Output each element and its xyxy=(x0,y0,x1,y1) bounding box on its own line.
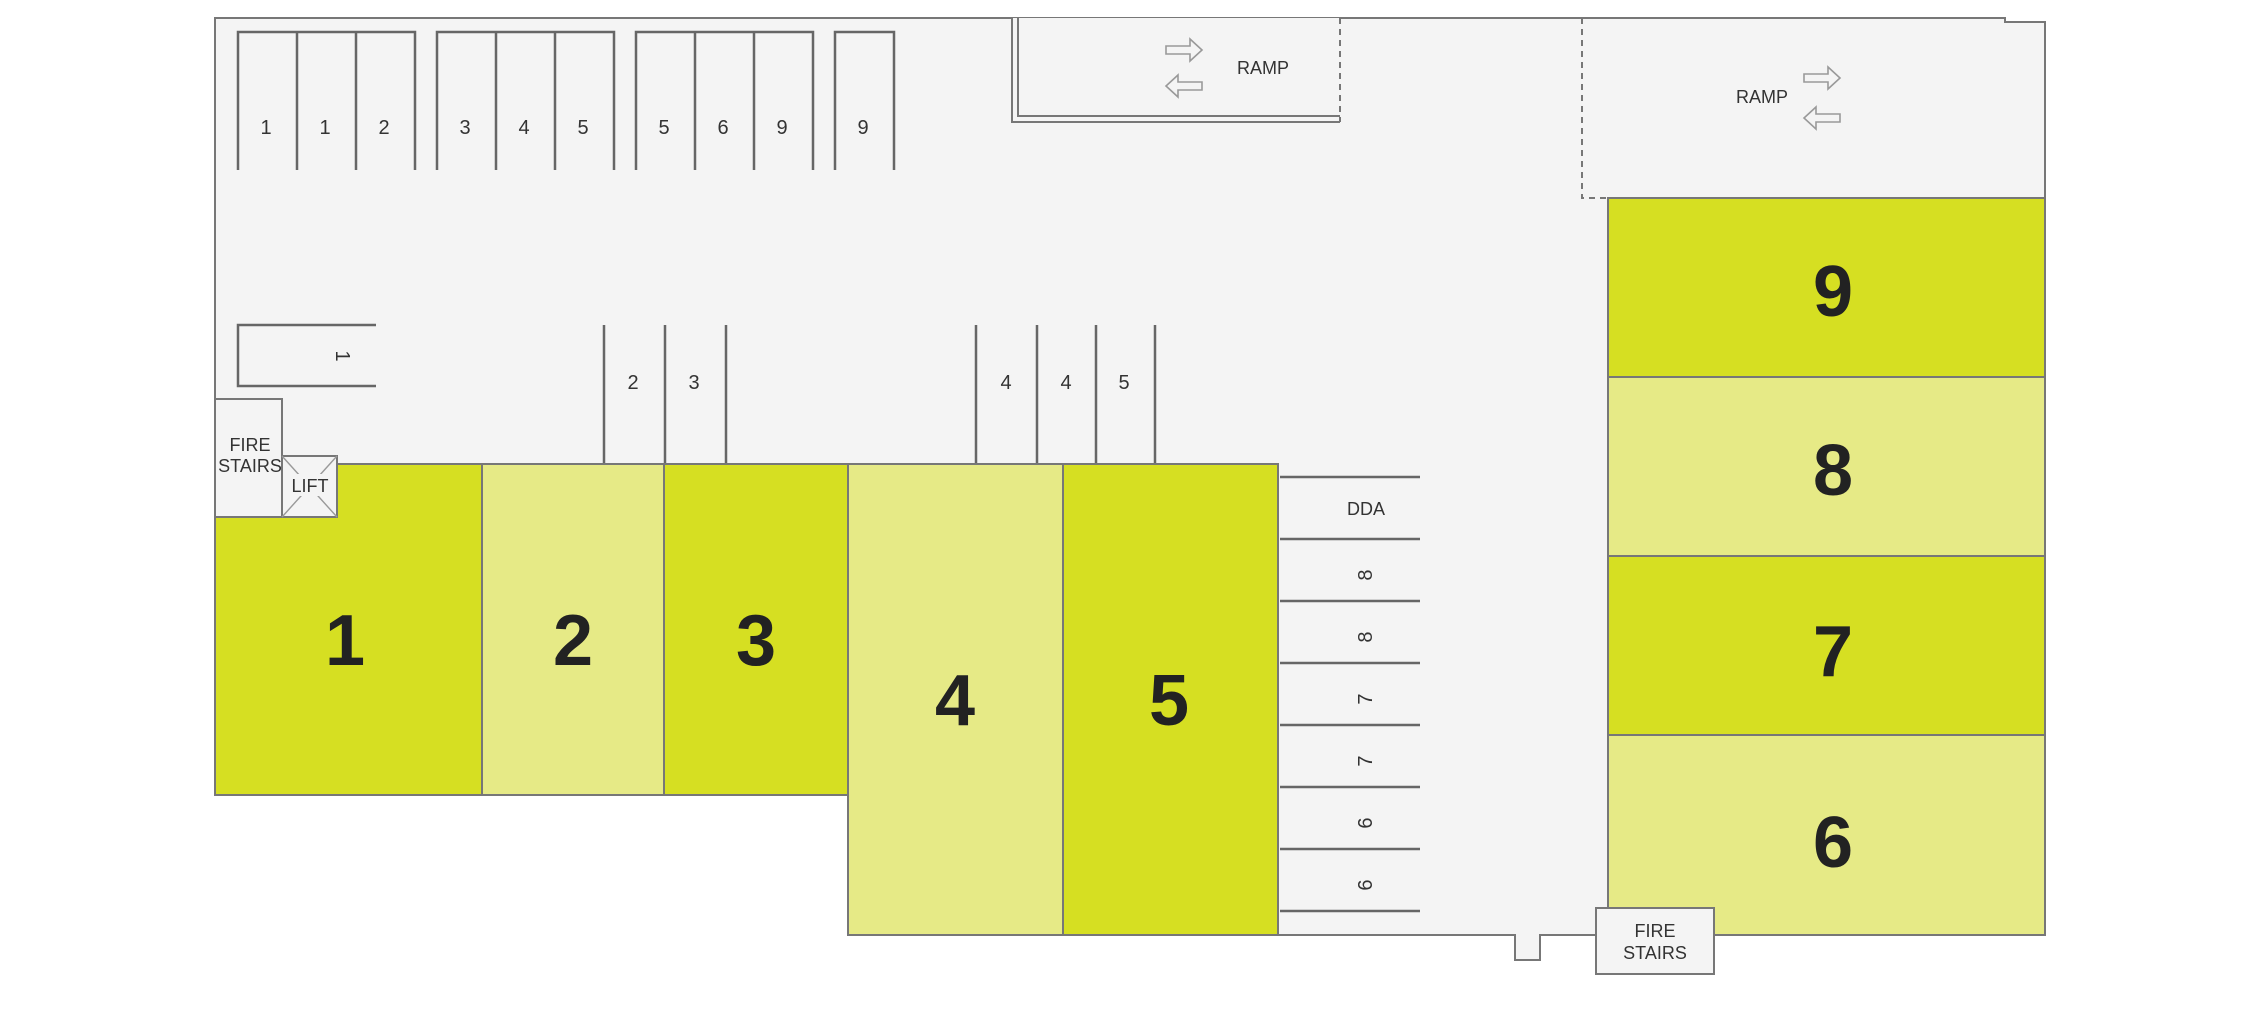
bay-label: 5 xyxy=(1118,372,1129,394)
bay-label: 4 xyxy=(518,117,529,139)
ramp-label-right: RAMP xyxy=(1736,87,1788,107)
fire-stairs-bottom: FIRE STAIRS xyxy=(1595,907,1715,975)
lift-label: LIFT xyxy=(291,476,328,496)
bay-label: 9 xyxy=(857,117,868,139)
lift: LIFT xyxy=(281,455,338,518)
unit-5[interactable]: 5 xyxy=(1062,463,1279,936)
unit-1[interactable]: 1 xyxy=(214,463,483,796)
fire-stairs-left: FIRE STAIRS xyxy=(214,398,283,518)
unit-label: 8 xyxy=(1813,431,1853,511)
unit-label: 2 xyxy=(553,601,593,681)
side-parking-bay: 1 xyxy=(236,323,376,388)
arrow-left-icon xyxy=(1164,73,1203,99)
bay-label: 5 xyxy=(658,117,669,139)
bay-label: 8 xyxy=(1355,631,1377,642)
fire-stairs-label-line1: FIRE xyxy=(229,435,270,455)
bay-label: 2 xyxy=(378,117,389,139)
right-parking-bays: DDA 8 8 7 7 6 6 xyxy=(1280,475,1420,913)
unit-9[interactable]: 9 xyxy=(1607,197,2046,378)
bay-label: 4 xyxy=(1000,372,1011,394)
ramp-right: RAMP xyxy=(1581,18,1842,199)
middle-parking-bays-b: 4 4 5 xyxy=(974,325,1157,464)
arrow-left-icon xyxy=(1802,105,1841,131)
unit-4[interactable]: 4 xyxy=(847,463,1064,936)
bay-label: 1 xyxy=(331,350,353,361)
unit-label: 9 xyxy=(1813,252,1853,332)
ramp-top: RAMP xyxy=(1011,18,1341,123)
arrow-right-icon xyxy=(1165,37,1204,63)
middle-parking-bays-a: 2 3 xyxy=(602,325,728,464)
arrow-right-icon xyxy=(1803,65,1842,91)
bay-label: 7 xyxy=(1355,755,1377,766)
bay-label: 9 xyxy=(776,117,787,139)
unit-label: 5 xyxy=(1149,661,1189,741)
bay-label: 6 xyxy=(1355,879,1377,890)
unit-label: 1 xyxy=(325,601,365,681)
bay-label: 1 xyxy=(260,117,271,139)
bay-label: 6 xyxy=(717,117,728,139)
dda-bay-label: DDA xyxy=(1347,499,1385,519)
bay-label: 1 xyxy=(319,117,330,139)
fire-stairs-label-line2: STAIRS xyxy=(218,456,282,476)
unit-3[interactable]: 3 xyxy=(663,463,849,796)
ramp-label: RAMP xyxy=(1237,58,1289,78)
unit-label: 6 xyxy=(1813,803,1853,883)
bay-label: 4 xyxy=(1060,372,1071,394)
unit-2[interactable]: 2 xyxy=(481,463,665,796)
fire-stairs-label-line1: FIRE xyxy=(1634,921,1675,941)
unit-6[interactable]: 6 xyxy=(1607,734,2046,936)
bay-label: 3 xyxy=(688,372,699,394)
bay-label: 2 xyxy=(627,372,638,394)
unit-8[interactable]: 8 xyxy=(1607,376,2046,557)
bay-label: 5 xyxy=(577,117,588,139)
unit-label: 4 xyxy=(935,661,975,741)
unit-7[interactable]: 7 xyxy=(1607,555,2046,736)
bay-label: 3 xyxy=(459,117,470,139)
bay-label: 8 xyxy=(1355,569,1377,580)
unit-label: 7 xyxy=(1813,612,1853,692)
bay-label: 6 xyxy=(1355,817,1377,828)
top-parking-bays: 1 1 2 3 4 5 5 6 9 9 xyxy=(236,30,896,170)
fire-stairs-label-line2: STAIRS xyxy=(1623,943,1687,963)
bay-label: 7 xyxy=(1355,693,1377,704)
unit-label: 3 xyxy=(736,601,776,681)
